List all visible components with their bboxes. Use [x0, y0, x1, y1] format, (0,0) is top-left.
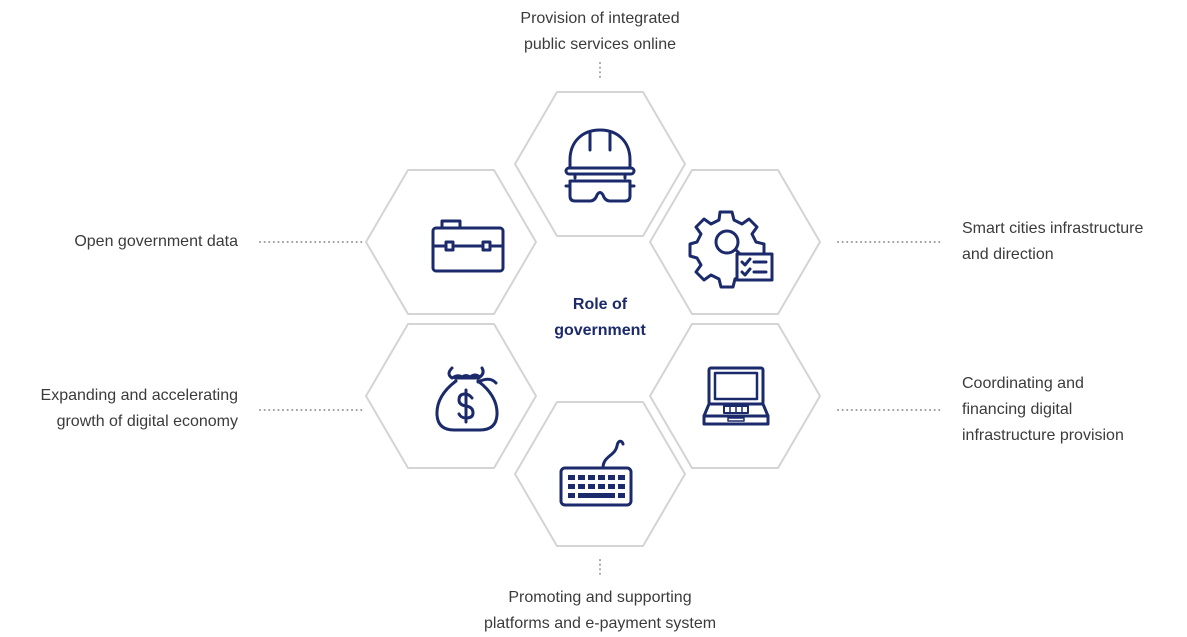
hexagon-upper-left [365, 169, 537, 315]
label-upper-right-line-1: Smart cities infrastructure [962, 220, 1144, 237]
hexagon-bottom [514, 401, 686, 547]
briefcase-icon [431, 219, 505, 273]
label-bottom-line-1: Promoting and supporting [508, 589, 692, 606]
hexagon-lower-left [365, 323, 537, 469]
label-top-line-1: Provision of integrated [520, 10, 680, 27]
label-lower-right-line-3: infrastructure provision [962, 427, 1124, 444]
label-upper-left: Open government data [74, 229, 238, 255]
laptop-icon [702, 366, 770, 426]
label-lower-left: Expanding and accelerating growth of dig… [41, 383, 238, 435]
label-bottom-line-2: platforms and e-payment system [483, 615, 717, 632]
label-upper-right: Smart cities infrastructure and directio… [962, 216, 1143, 268]
label-lower-left-line-2: growth of digital economy [56, 413, 238, 430]
center-title-line-1: Role of [572, 296, 628, 313]
label-lower-right: Coordinating and financing digital infra… [962, 371, 1124, 449]
hexagon-upper-right [649, 169, 821, 315]
label-lower-left-line-1: Expanding and accelerating [40, 387, 238, 404]
label-bottom: Promoting and supporting platforms and e… [400, 585, 800, 637]
label-top: Provision of integrated public services … [400, 6, 800, 58]
gear-document-icon [688, 210, 774, 289]
label-upper-right-line-2: and direction [962, 246, 1054, 263]
money-bag-icon [435, 366, 499, 432]
hexagon-lower-right [649, 323, 821, 469]
hard-hat-goggles-icon [564, 128, 636, 203]
keyboard-keys [568, 475, 625, 498]
label-upper-left-line-1: Open government data [74, 233, 238, 250]
label-top-line-2: public services online [523, 36, 677, 53]
center-title-line-2: government [554, 322, 646, 339]
hexagon-top [514, 91, 686, 237]
keyboard-icon [559, 439, 633, 507]
label-lower-right-line-2: financing digital [962, 401, 1073, 418]
center-title: Role of government [530, 292, 670, 344]
label-lower-right-line-1: Coordinating and [962, 375, 1084, 392]
